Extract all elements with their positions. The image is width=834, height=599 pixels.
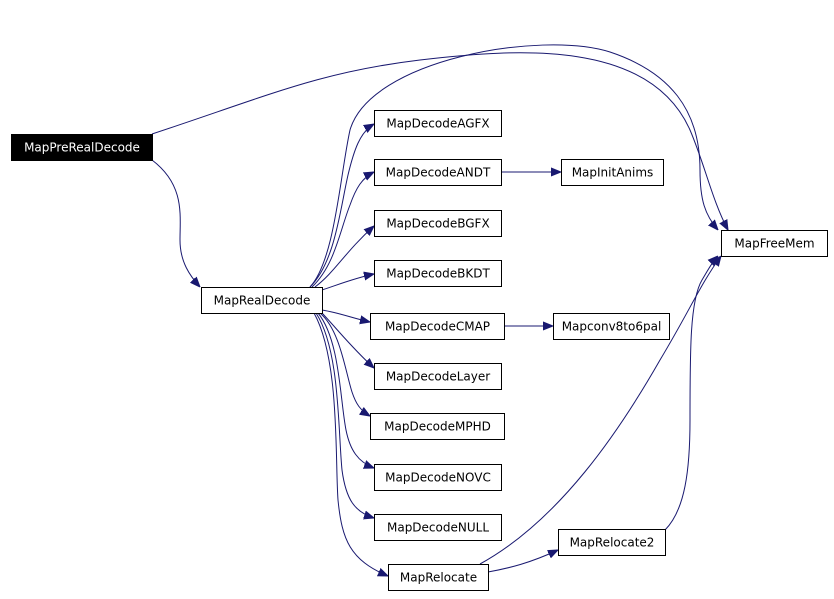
node-box[interactable] (374, 260, 502, 287)
edge-maprealdecode-to-mapdecodemphd (319, 312, 370, 416)
node-box[interactable] (374, 464, 502, 491)
node-box[interactable] (11, 134, 153, 161)
node-mapdecodelayer[interactable]: MapDecodeLayer (374, 363, 502, 390)
node-mapdecodemphd[interactable]: MapDecodeMPHD (370, 413, 505, 440)
node-label: MapDecodeANDT (386, 166, 491, 180)
node-mapconv8to6pal[interactable]: Mapconv8to6pal (553, 313, 670, 340)
node-label: MapPreRealDecode (24, 141, 140, 155)
node-maprelocate2[interactable]: MapRelocate2 (558, 529, 666, 556)
edge-maprealdecode-to-mapdecodebkdt (321, 274, 374, 291)
node-maprealdecode[interactable]: MapRealDecode (201, 287, 323, 314)
node-box[interactable] (561, 159, 664, 186)
node-label: MapDecodeNULL (387, 521, 489, 535)
node-mapdecodeandt[interactable]: MapDecodeANDT (374, 159, 502, 186)
edge-maprealdecode-to-mapdecodecmap (321, 309, 370, 322)
node-label: MapDecodeLayer (386, 370, 490, 384)
node-box[interactable] (721, 230, 828, 257)
node-mapprerealdecode[interactable]: MapPreRealDecode (11, 134, 153, 161)
node-label: MapInitAnims (572, 166, 654, 180)
node-mapdecodeagfx[interactable]: MapDecodeAGFX (374, 110, 502, 137)
node-mapdecodenovc[interactable]: MapDecodeNOVC (374, 464, 502, 491)
node-label: MapDecodeAGFX (386, 117, 489, 131)
node-box[interactable] (374, 110, 502, 137)
node-box[interactable] (553, 313, 670, 340)
node-box[interactable] (374, 363, 502, 390)
node-mapdecodebgfx[interactable]: MapDecodeBGFX (374, 210, 502, 237)
node-label: MapDecodeNOVC (385, 471, 491, 485)
node-mapdecodebkdt[interactable]: MapDecodeBKDT (374, 260, 502, 287)
node-mapdecodenull[interactable]: MapDecodeNULL (374, 514, 502, 541)
node-box[interactable] (558, 529, 666, 556)
node-mapfreemem[interactable]: MapFreeMem (721, 230, 828, 257)
edge-maprealdecode-to-maprelocate (313, 312, 388, 576)
node-box[interactable] (370, 313, 505, 340)
node-box[interactable] (370, 413, 505, 440)
edge-maprealdecode-to-mapfreemem (309, 44, 718, 288)
edge-maprealdecode-to-mapdecodenovc (317, 312, 374, 468)
node-label: MapRealDecode (214, 294, 311, 308)
node-maprelocate[interactable]: MapRelocate (388, 564, 489, 591)
edge-maprelocate2-to-mapfreemem (664, 256, 718, 531)
node-mapinitanims[interactable]: MapInitAnims (561, 159, 664, 186)
node-label: MapDecodeBGFX (386, 217, 489, 231)
edge-maprelocate-to-mapfreemem (479, 256, 721, 565)
node-label: Mapconv8to6pal (562, 320, 662, 334)
node-box[interactable] (388, 564, 489, 591)
edge-maprealdecode-to-mapdecodenull (315, 312, 374, 518)
node-box[interactable] (374, 210, 502, 237)
node-box[interactable] (374, 159, 502, 186)
node-label: MapRelocate (400, 571, 477, 585)
edge-maprealdecode-to-mapdecodeagfx (309, 124, 374, 288)
edge-mapprerealdecode-to-mapfreemem (151, 52, 728, 230)
edge-mapprerealdecode-to-maprealdecode (151, 159, 200, 287)
edge-maprealdecode-to-mapdecodebgfx (314, 226, 374, 288)
node-label: MapFreeMem (734, 237, 814, 251)
node-mapdecodecmap[interactable]: MapDecodeCMAP (370, 313, 505, 340)
node-box[interactable] (201, 287, 323, 314)
edge-maprelocate-to-maprelocate2 (487, 550, 558, 573)
node-label: MapDecodeBKDT (386, 267, 490, 281)
edge-maprealdecode-to-mapdecodelayer (321, 312, 374, 368)
node-label: MapDecodeCMAP (385, 320, 490, 334)
edges (151, 44, 728, 576)
node-box[interactable] (374, 514, 502, 541)
node-label: MapDecodeMPHD (384, 420, 491, 434)
edge-maprealdecode-to-mapdecodeandt (311, 172, 374, 288)
node-label: MapRelocate2 (570, 536, 655, 550)
